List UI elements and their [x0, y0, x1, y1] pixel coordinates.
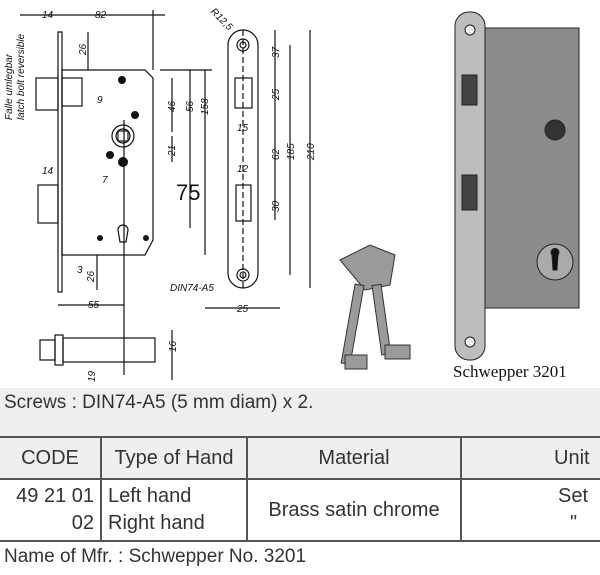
dim-label: DIN74-A5: [170, 283, 214, 294]
dim-label: 9: [97, 95, 103, 106]
dim-label: 210: [306, 143, 317, 161]
dim-label: 14: [42, 166, 54, 177]
latch-bolt: [35, 77, 59, 111]
manufacturer-note: Name of Mfr. : Schwepper No. 3201: [4, 546, 307, 567]
dim-label: 12: [237, 164, 249, 175]
screws-note: Screws : DIN74-A5 (5 mm diam) x 2.: [4, 392, 314, 413]
keyhole: [117, 224, 129, 243]
table-row: 49 21 01 02 Left hand Right hand Brass s…: [0, 478, 600, 542]
dim-label: 55: [88, 300, 100, 311]
header-hand: Type of Hand: [100, 436, 248, 480]
dim-label: 185: [286, 143, 297, 160]
dim-label-large: 75: [176, 180, 200, 205]
dim-label: 158: [200, 98, 211, 115]
hand-value: Right hand: [108, 512, 205, 534]
dim-label: R12,5: [208, 6, 235, 33]
dim-label: 3: [77, 265, 83, 276]
dim-label: 30: [271, 200, 282, 212]
spec-table: CODE Type of Hand Material Unit 49 21 01…: [0, 436, 600, 542]
latch-note-en: latch bolt reversible: [16, 33, 27, 120]
hand-value: Left hand: [108, 485, 192, 507]
hand-cell: Left hand Right hand: [100, 478, 248, 542]
dim-label: 46: [167, 100, 178, 112]
table-header-row: CODE Type of Hand Material Unit: [0, 436, 600, 480]
dim-label: 62: [271, 148, 282, 160]
dim-label: 19: [87, 370, 98, 382]
code-value: 49 21 01: [16, 485, 94, 507]
code-value: 02: [71, 512, 94, 534]
lock-photo: [454, 11, 580, 361]
dim-label: 37: [271, 46, 282, 58]
dim-label: 25: [236, 304, 249, 315]
material-cell: Brass satin chrome: [246, 478, 462, 542]
header-code: CODE: [0, 436, 102, 480]
dim-label: 15: [237, 123, 249, 134]
dim-label: 56: [185, 100, 196, 112]
header-unit: Unit: [460, 436, 600, 480]
dim-label: 14: [42, 10, 54, 21]
dim-label: 16: [168, 340, 179, 352]
follower: [111, 124, 135, 148]
dim-label: 82: [95, 10, 107, 21]
dim-label: 26: [86, 270, 97, 283]
dim-label: 21: [167, 145, 178, 157]
photo-caption: Schwepper 3201: [453, 362, 567, 381]
dim-label: 7: [102, 175, 108, 186]
header-material: Material: [246, 436, 462, 480]
technical-drawing: Falle umlegbar latch bolt reversible 14 …: [4, 6, 580, 382]
dim-label: 26: [78, 43, 89, 56]
keys-illustration: [339, 244, 411, 370]
code-cell: 49 21 01 02: [0, 478, 102, 542]
lock-case: [61, 69, 154, 256]
unit-value: ": [570, 512, 578, 534]
dim-label: 25: [271, 88, 282, 101]
latch-note-de: Falle umlegbar: [4, 53, 15, 120]
unit-value: Set: [558, 485, 589, 507]
unit-cell: Set ": [460, 478, 600, 542]
dead-bolt: [37, 184, 59, 224]
